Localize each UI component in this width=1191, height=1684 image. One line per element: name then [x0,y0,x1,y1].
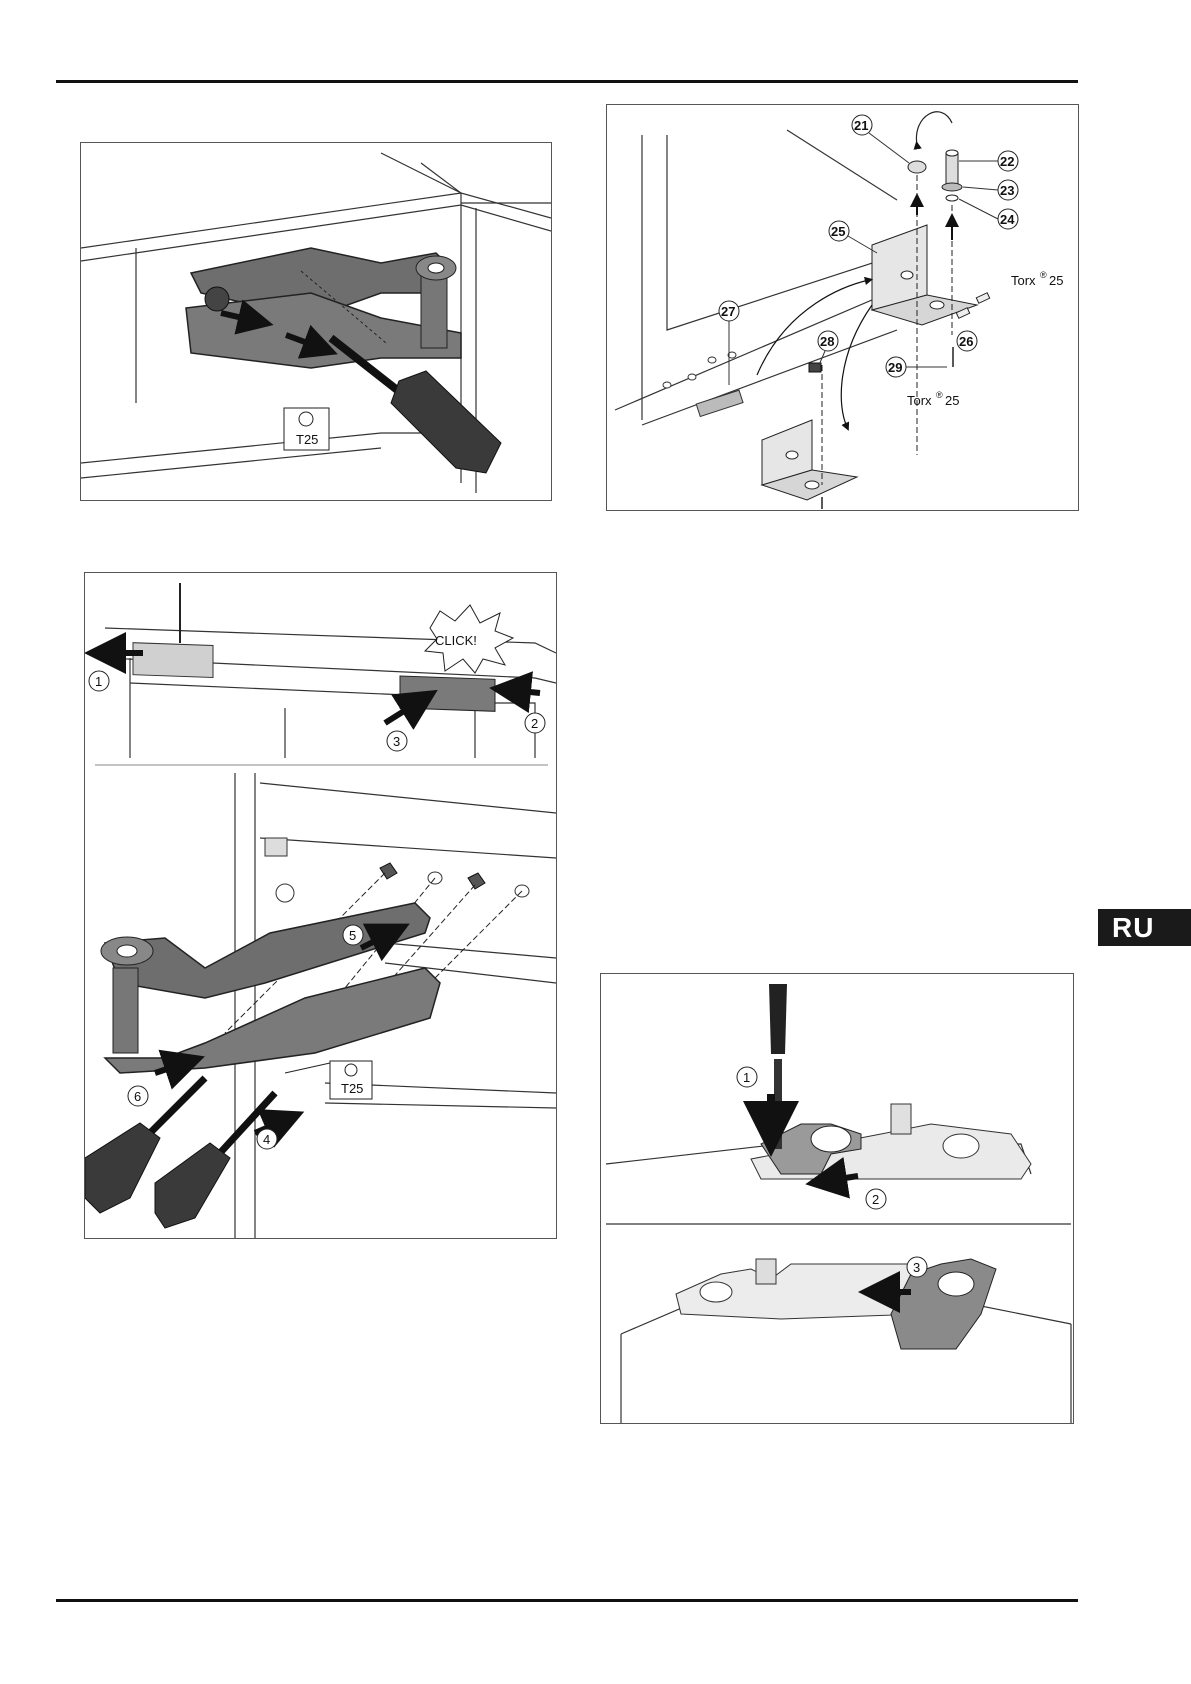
callout-28: 28 [820,334,834,349]
callout-22: 22 [1000,154,1014,169]
callout-26: 26 [959,334,973,349]
step-3-label: 3 [913,1260,920,1275]
svg-text:Torx: Torx [1011,273,1036,288]
step-4-label: 4 [263,1132,270,1147]
svg-text:T25: T25 [341,1081,363,1096]
hinge-icon [185,247,462,369]
torx-icon: T25 [284,1060,373,1100]
callout-27: 27 [721,304,735,319]
figure-hinge-cover-steps: 1 2 3 [600,973,1074,1424]
screwdriver-icon [85,1075,278,1229]
step-1-label: 1 [743,1070,750,1085]
callout-21: 21 [854,118,868,133]
figure-exploded-hinge: 21 22 23 24 25 26 27 28 29 [606,104,1079,511]
svg-text:Torx: Torx [907,393,932,408]
svg-text:®: ® [936,390,943,400]
svg-text:25: 25 [1049,273,1063,288]
step-5-label: 5 [349,928,356,943]
step-2-label: 2 [531,716,538,731]
step-1-label: 1 [95,674,102,689]
step-6-label: 6 [134,1089,141,1104]
screws-26 [955,292,991,319]
svg-text:T25: T25 [296,432,318,447]
header-rule [56,80,1078,83]
bracket-25 [870,224,979,326]
callout-29: 29 [888,360,902,375]
step-3-label: 3 [393,734,400,749]
callout-24: 24 [1000,212,1015,227]
callout-25: 25 [831,224,845,239]
torx-label-lower: Torx ® 25 [907,390,959,408]
click-burst: CLICK! [423,604,515,674]
torx-icon: T25 [283,407,330,451]
language-tab: RU [1098,909,1191,946]
figure-hinge-removal: T25 [80,142,552,501]
pin-22 [941,149,963,202]
torx-label-upper: Torx ® 25 [1011,270,1063,288]
footer-rule [56,1599,1078,1602]
step-2-label: 2 [872,1192,879,1207]
callout-23: 23 [1000,183,1014,198]
screwdriver-icon [328,334,502,474]
svg-text:CLICK!: CLICK! [435,633,477,648]
svg-text:25: 25 [945,393,959,408]
bracket-lower [760,419,859,501]
figure-cover-and-hinge-steps: CLICK! 1 2 3 [84,572,557,1239]
svg-text:®: ® [1040,270,1047,280]
